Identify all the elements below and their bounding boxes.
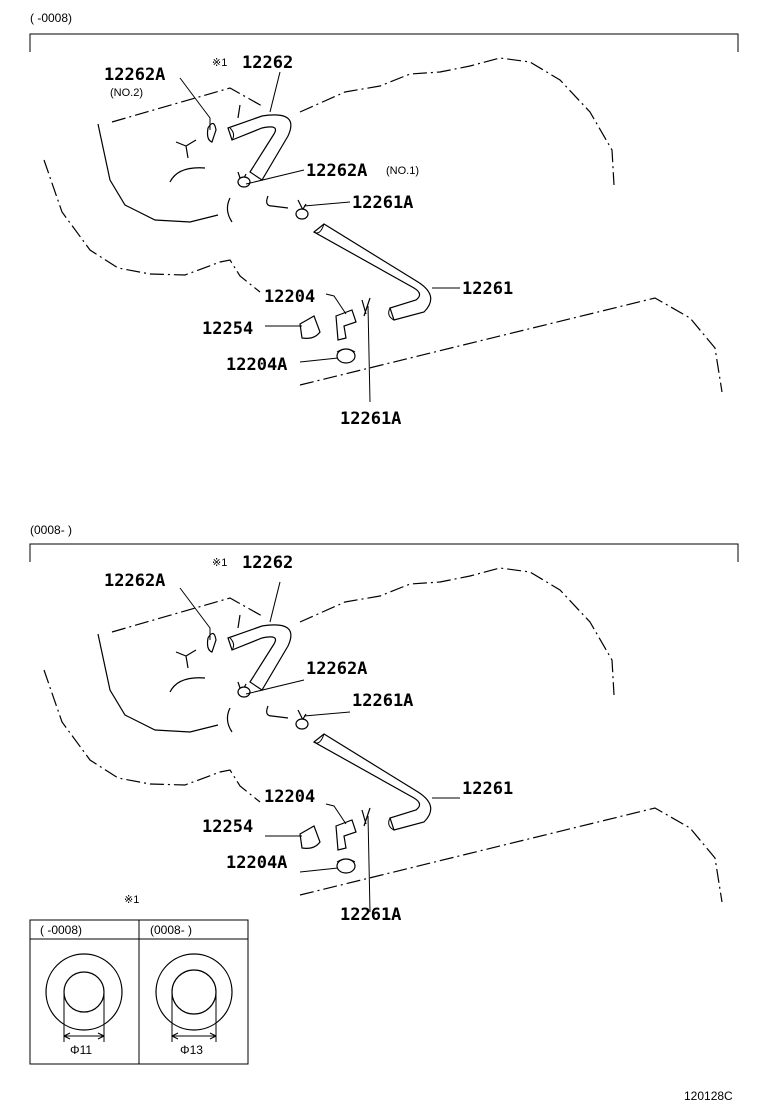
panel-1-label-12204a: 12204A — [226, 355, 287, 375]
panel-1-note-no2: (NO.2) — [110, 87, 143, 99]
panel-1-label-12262: 12262 — [242, 53, 293, 73]
panel-2-label-12204: 12204 — [264, 787, 315, 807]
panel-2-label-clip-hose-top: 12261A — [352, 691, 413, 711]
inset-title: ※1 — [124, 894, 139, 906]
panel-2-label-clip-hose-bottom: 12261A — [340, 905, 401, 925]
inset-diameter-1: Φ11 — [70, 1043, 92, 1057]
figure-code: 120128C — [684, 1089, 733, 1103]
hose-end-ring-outer-1 — [45, 953, 123, 1031]
panel-1-range: ( -0008) — [30, 11, 72, 25]
panel-2-mark-1: ※1 — [212, 557, 227, 569]
panel-1-label-clip-hose-top: 12261A — [352, 193, 413, 213]
panel-1-mark-1: ※1 — [212, 57, 227, 69]
panel-1-note-no1: (NO.1) — [386, 165, 419, 177]
panel-1: ( -0008) ※1 12262 12262A (NO.2) 12262A (… — [29, 11, 739, 429]
panel-2-label-12261: 12261 — [462, 779, 513, 799]
panel-1-label-12261: 12261 — [462, 279, 513, 299]
panel-2-label-clip-no2: 12262A — [104, 571, 165, 591]
panel-1-label-clip-hose-bottom: 12261A — [340, 409, 401, 429]
inset-range-2: (0008- ) — [150, 923, 192, 937]
panel-1-label-clip-no2: 12262A — [104, 65, 165, 85]
panel-1-label-12254: 12254 — [202, 319, 253, 339]
hose-end-ring-inner-1 — [63, 971, 105, 1013]
inset-detail: ※1 ( -0008) (0008- ) Φ11 Φ13 — [29, 894, 249, 1065]
panel-2: (0008- ) ※1 12262 12262A 12262A 12261A 1… — [29, 523, 739, 925]
panel-2-label-12204a: 12204A — [226, 853, 287, 873]
panel-2-label-12262: 12262 — [242, 553, 293, 573]
inset-range-1: ( -0008) — [40, 923, 82, 937]
panel-2-label-12254: 12254 — [202, 817, 253, 837]
panel-1-label-clip-no1: 12262A — [306, 161, 367, 181]
panel-2-range: (0008- ) — [30, 523, 72, 537]
inset-diameter-2: Φ13 — [180, 1043, 203, 1057]
hose-end-ring-outer-2 — [155, 953, 233, 1031]
panel-2-artwork — [29, 543, 739, 913]
panel-2-label-clip-no1: 12262A — [306, 659, 367, 679]
hose-end-ring-inner-2 — [171, 969, 217, 1015]
panel-1-label-12204: 12204 — [264, 287, 315, 307]
